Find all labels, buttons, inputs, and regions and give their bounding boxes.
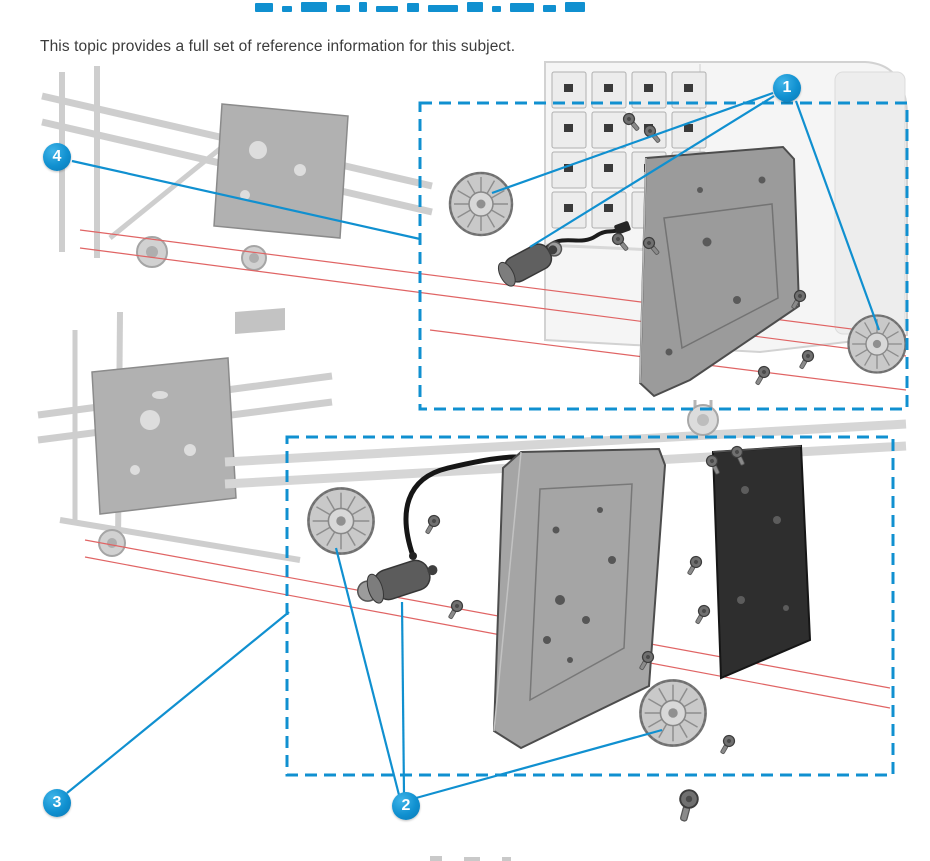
lower-assembly bbox=[307, 444, 812, 824]
callout-1: 1 bbox=[773, 74, 801, 102]
upper-highlight-box bbox=[418, 101, 909, 411]
heading-fragment bbox=[467, 2, 483, 12]
heading-fragment bbox=[301, 2, 327, 12]
callout-1-label: 1 bbox=[782, 79, 792, 96]
motor-assembly-upper bbox=[497, 241, 563, 287]
footer-fragment bbox=[502, 857, 511, 861]
motor-assembly-lower bbox=[357, 559, 438, 604]
caster-wheel bbox=[687, 400, 719, 436]
callout-4: 4 bbox=[43, 143, 71, 171]
heading-fragment bbox=[282, 6, 292, 12]
callout-3: 3 bbox=[43, 789, 71, 817]
motor-cable-upper bbox=[541, 228, 620, 254]
callout-leader-lines bbox=[66, 91, 881, 800]
heading-fragment bbox=[565, 2, 585, 12]
intro-text: This topic provides a full set of refere… bbox=[40, 37, 516, 55]
heading-fragment bbox=[255, 3, 273, 12]
highlight-boxes bbox=[285, 101, 909, 777]
callout-2-label: 2 bbox=[401, 797, 411, 814]
lower-highlight-box bbox=[285, 435, 895, 777]
footer-fragment bbox=[464, 857, 480, 861]
upper-assembly bbox=[448, 110, 907, 398]
cropped-page-heading bbox=[255, 0, 655, 12]
cropped-footer-fragments bbox=[430, 855, 511, 861]
heading-fragment bbox=[376, 6, 398, 12]
callout-4-label: 4 bbox=[52, 148, 62, 165]
pulley-gear-lower-right bbox=[639, 679, 707, 747]
heading-fragment bbox=[492, 6, 501, 12]
mounting-plate-lower bbox=[492, 447, 667, 750]
pulley-gear-lower-left bbox=[307, 487, 375, 555]
heading-fragment bbox=[543, 5, 556, 12]
printer-chassis-top-left bbox=[41, 66, 433, 271]
heading-fragment bbox=[407, 3, 419, 12]
mounting-plate-upper bbox=[638, 145, 801, 398]
heading-fragment bbox=[359, 2, 367, 12]
heading-fragment bbox=[510, 3, 534, 12]
heading-fragment bbox=[336, 5, 350, 12]
mounting-plate-black bbox=[711, 444, 812, 680]
callout-3-label: 3 bbox=[52, 794, 62, 811]
footer-fragment bbox=[430, 856, 442, 861]
printer-chassis-mid-left bbox=[37, 308, 333, 563]
pulley-gear-upper-left bbox=[448, 171, 514, 237]
heading-fragment bbox=[428, 5, 458, 12]
callout-2: 2 bbox=[392, 792, 420, 820]
